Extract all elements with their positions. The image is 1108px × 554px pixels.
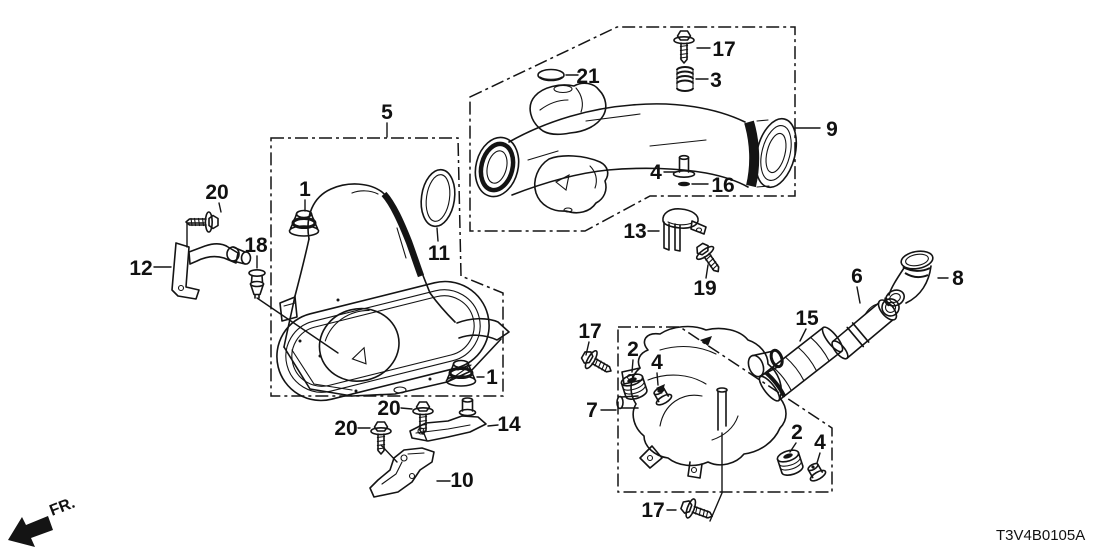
bolt-20-top-left xyxy=(185,211,219,233)
oring-11 xyxy=(420,168,456,228)
callout-15: 15 xyxy=(795,307,819,330)
bolt-19 xyxy=(690,238,728,279)
part-hose-15 xyxy=(758,326,844,402)
callout-21: 21 xyxy=(576,65,600,88)
peg-4-upper xyxy=(672,154,696,179)
callout-11: 11 xyxy=(428,242,451,265)
group-box-in-tube-9 xyxy=(469,26,796,232)
callouts: 5 17 3 21 9 4 16 20 1 11 18 12 13 19 6 8… xyxy=(129,38,964,522)
group-box-air-cleaner-5 xyxy=(270,137,504,397)
part-resonator-chamber xyxy=(616,325,787,479)
spacer-4-lower xyxy=(803,459,828,484)
callout-2-lower-right: 2 xyxy=(791,421,803,444)
bolt-17-mid-left xyxy=(577,345,617,381)
bracket-12 xyxy=(171,242,252,300)
callout-17-mid-left: 17 xyxy=(578,320,601,343)
bracket-13 xyxy=(662,208,707,252)
fr-label: FR. xyxy=(47,495,77,520)
grommet-1-left xyxy=(288,209,320,238)
callout-8: 8 xyxy=(952,267,964,290)
leader-lines xyxy=(153,47,949,522)
callout-1-left: 1 xyxy=(299,178,311,201)
callout-4-upper-box9: 4 xyxy=(650,161,662,184)
cap-21 xyxy=(537,68,565,82)
callout-7: 7 xyxy=(586,399,598,422)
callout-20-top-left: 20 xyxy=(205,181,228,204)
callout-16: 16 xyxy=(711,174,734,197)
washer-16 xyxy=(678,181,690,187)
callout-3: 3 xyxy=(710,69,722,92)
callout-5: 5 xyxy=(381,101,393,124)
bracket-10 xyxy=(369,447,435,498)
diagram-code: T3V4B0105A xyxy=(996,527,1085,544)
callout-18: 18 xyxy=(244,234,268,257)
bolt-20-lower xyxy=(370,421,392,455)
callout-20-lower: 20 xyxy=(334,417,357,440)
callout-12: 12 xyxy=(129,257,152,280)
callout-4-upper: 4 xyxy=(651,351,663,374)
grommet-1-right xyxy=(445,359,477,388)
callout-1-right: 1 xyxy=(486,366,498,389)
callout-17-bottom: 17 xyxy=(641,499,664,522)
callout-13: 13 xyxy=(623,220,646,243)
screw-17-top xyxy=(673,30,695,64)
bracket-14 xyxy=(409,397,487,442)
clip-18 xyxy=(248,268,266,299)
callout-19: 19 xyxy=(693,277,716,300)
callout-17-top: 17 xyxy=(712,38,735,61)
callout-4-lower-right: 4 xyxy=(814,431,826,454)
part-elbow-8 xyxy=(884,250,934,307)
callout-9: 9 xyxy=(826,118,838,141)
group-box-resonator-7 xyxy=(617,326,833,493)
callout-6: 6 xyxy=(851,265,863,288)
fr-direction-arrow: FR. xyxy=(8,495,78,547)
part-in-tube-assembly xyxy=(474,82,798,214)
spring-3 xyxy=(676,66,694,92)
callout-14: 14 xyxy=(497,413,521,436)
callout-10: 10 xyxy=(450,469,473,492)
callout-2-upper: 2 xyxy=(627,338,639,361)
spacer-4-upper xyxy=(649,383,674,408)
callout-20-upper-right: 20 xyxy=(377,397,400,420)
